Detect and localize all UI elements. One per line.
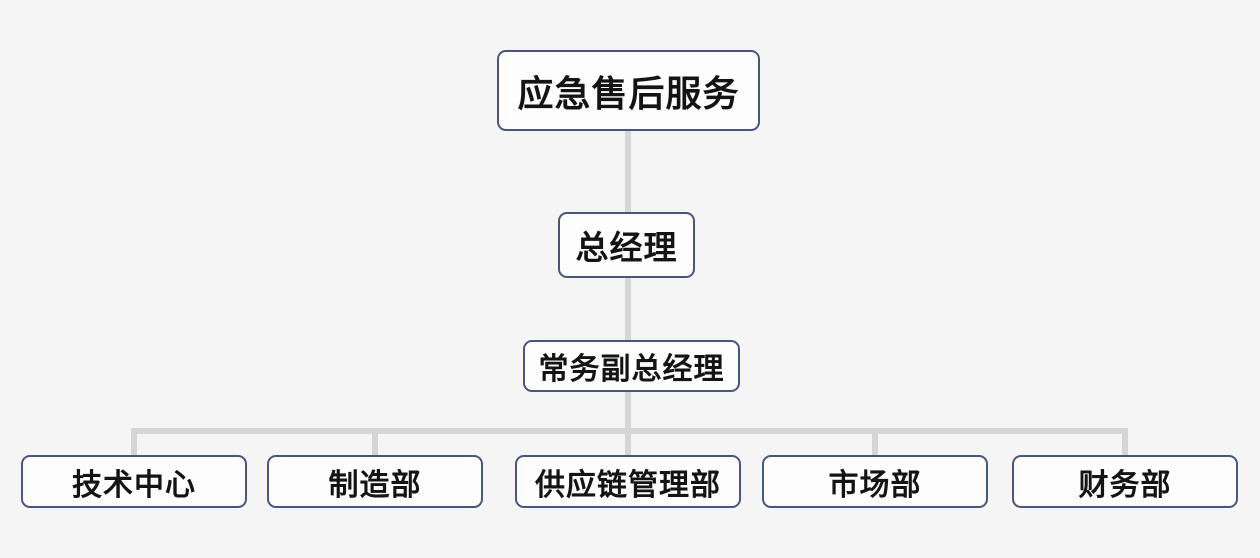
connector-root-to-gm — [625, 130, 631, 213]
node-supply-chain-management-department: 供应链管理部 — [515, 455, 741, 508]
node-general-manager: 总经理 — [558, 212, 695, 278]
node-technology-center: 技术中心 — [21, 455, 247, 508]
connector-drop-tech-center — [131, 432, 137, 455]
node-manufacturing-department: 制造部 — [267, 455, 483, 508]
node-executive-deputy-general-manager: 常务副总经理 — [523, 340, 740, 392]
connector-drop-marketing — [872, 432, 878, 455]
node-emergency-after-sales-service: 应急售后服务 — [497, 50, 760, 131]
connector-drop-finance — [1122, 432, 1128, 455]
connector-dgm-to-bus — [625, 391, 631, 455]
node-marketing-department: 市场部 — [762, 455, 988, 508]
node-finance-department: 财务部 — [1012, 455, 1238, 508]
connector-gm-to-dgm — [625, 277, 631, 342]
connector-horizontal-bus — [131, 428, 1128, 434]
connector-drop-manufacturing — [372, 432, 378, 455]
